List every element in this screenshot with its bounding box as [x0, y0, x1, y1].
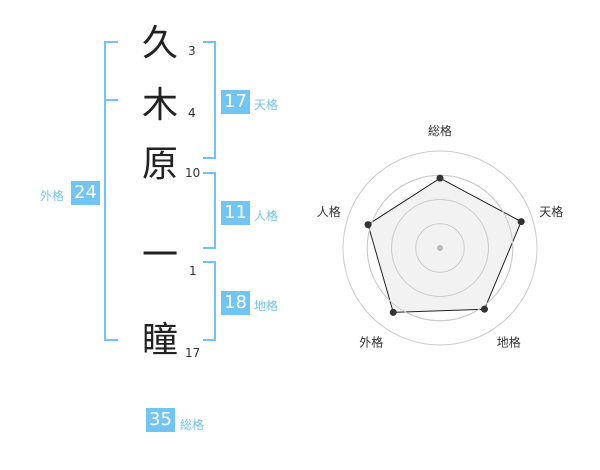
radar-point-3 [480, 305, 488, 313]
radar-polygon [367, 177, 522, 313]
jinkaku-bracket [203, 172, 216, 249]
tenkaku-value: 17 [221, 90, 250, 114]
radar-point-2 [517, 218, 525, 226]
name-char-3: 原 [141, 144, 178, 185]
tenkaku-bracket [203, 41, 216, 159]
gaikaku-bracket [104, 41, 118, 341]
gaikaku-label: 外格 [40, 189, 65, 203]
chikaku-value: 18 [221, 291, 250, 315]
tenkaku-label: 天格 [254, 98, 279, 112]
radar-axis-label-2: 天格 [539, 204, 563, 219]
stroke-count-2: 4 [188, 106, 196, 120]
name-char-5: 瞳 [141, 320, 178, 361]
stroke-count-5: 17 [185, 346, 201, 360]
name-char-2: 木 [141, 85, 178, 126]
radar-axis-label-1: 総格 [428, 123, 452, 138]
soukaku-label: 総格 [180, 418, 205, 432]
gaikaku-value: 24 [71, 181, 100, 205]
name-char-4: 一 [141, 235, 178, 276]
stroke-count-3: 10 [185, 166, 201, 180]
jinkaku-value: 11 [221, 201, 250, 225]
stroke-count-4: 1 [189, 264, 197, 278]
chikaku-label: 地格 [254, 299, 279, 313]
soukaku-value: 35 [146, 408, 175, 432]
radar-axis-label-5: 人格 [317, 204, 341, 219]
gaikaku-bracket-mid [104, 99, 118, 101]
radar-axis-label-4: 外格 [359, 335, 383, 350]
radar-point-5 [364, 221, 372, 229]
radar-ring-overlay [415, 223, 465, 273]
radar-ring-overlay [391, 199, 489, 297]
radar-axis-label-3: 地格 [497, 335, 521, 350]
chikaku-bracket [203, 261, 216, 341]
radar-center-point [437, 245, 443, 251]
stroke-count-1: 3 [188, 44, 196, 58]
radar-point-1 [436, 174, 444, 182]
name-char-1: 久 [141, 23, 178, 64]
jinkaku-label: 人格 [254, 209, 279, 223]
radar-point-4 [389, 308, 397, 316]
